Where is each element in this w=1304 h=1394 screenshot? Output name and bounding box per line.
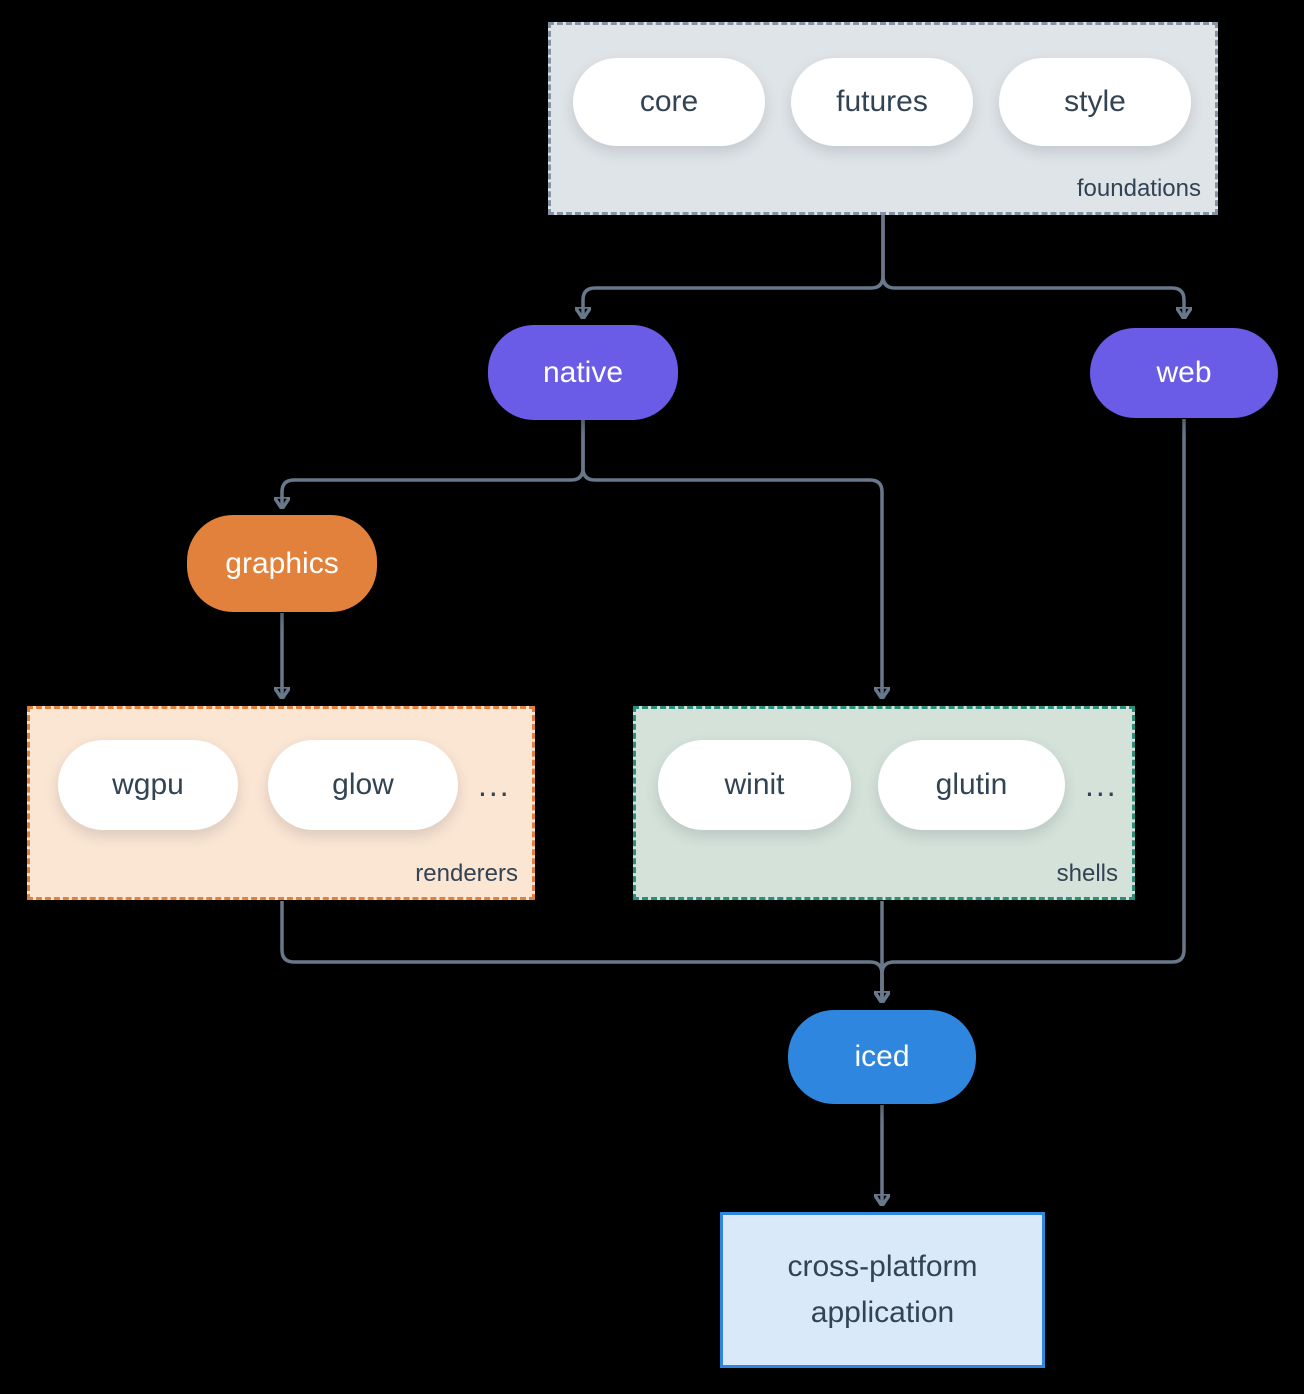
edge-native-shells — [581, 420, 882, 698]
foundations-group: core futures style foundations — [548, 22, 1218, 215]
application-label-line-2: application — [810, 1296, 955, 1329]
node-native-label: native — [542, 355, 624, 389]
foundations-pill-row: core futures style — [573, 58, 1191, 146]
node-glow: glow — [268, 740, 458, 830]
node-native: native — [488, 325, 678, 420]
edge-foundations-native — [583, 215, 885, 318]
node-iced-label: iced — [854, 1040, 910, 1073]
renderers-ellipsis: ... — [478, 766, 511, 803]
renderers-group: wgpu glow ... renderers — [27, 706, 535, 900]
node-graphics-label: graphics — [225, 546, 339, 580]
node-style-label: style — [1064, 85, 1126, 118]
edge-foundations-web — [881, 215, 1184, 318]
node-graphics: graphics — [187, 515, 377, 612]
edge-renderers-iced — [280, 901, 882, 1002]
node-glutin: glutin — [878, 740, 1065, 830]
foundations-group-label: foundations — [1076, 175, 1201, 202]
node-winit: winit — [658, 740, 851, 830]
renderers-group-label: renderers — [415, 860, 518, 887]
shells-group-label: shells — [1056, 860, 1118, 887]
node-wgpu-label: wgpu — [112, 768, 184, 801]
node-iced: iced — [788, 1010, 976, 1104]
node-core: core — [573, 58, 765, 146]
node-web: web — [1090, 328, 1278, 418]
application-label-line-1: cross-platform — [787, 1249, 978, 1283]
node-web-label: web — [1156, 356, 1212, 389]
node-futures: futures — [791, 58, 973, 146]
node-futures-label: futures — [836, 85, 928, 118]
shells-group: winit glutin ... shells — [633, 706, 1135, 900]
node-core-label: core — [639, 85, 699, 118]
node-glutin-label: glutin — [935, 768, 1008, 801]
node-winit-label: winit — [724, 768, 785, 801]
shells-pill-row: winit glutin ... — [658, 740, 1132, 830]
renderers-pill-row: wgpu glow ... — [58, 740, 532, 830]
edge-native-graphics — [282, 420, 585, 508]
application-box: cross-platform application — [720, 1212, 1045, 1368]
node-glow-label: glow — [332, 768, 394, 801]
shells-ellipsis: ... — [1085, 766, 1118, 803]
node-style: style — [999, 58, 1191, 146]
node-wgpu: wgpu — [58, 740, 238, 830]
